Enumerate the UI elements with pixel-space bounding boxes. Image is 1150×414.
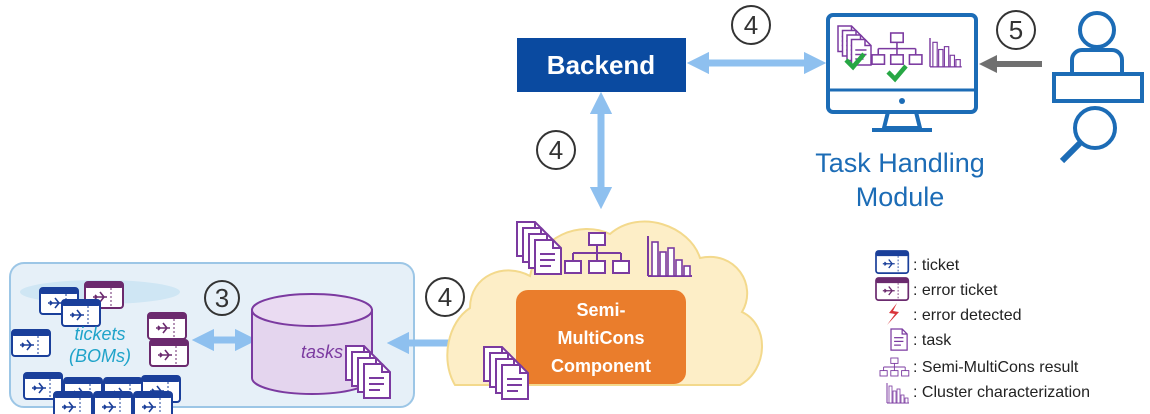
- task-handling-label-line2: Module: [856, 182, 945, 212]
- check-icon-1: [844, 52, 866, 71]
- legend-label-error-ticket: : error ticket: [913, 282, 998, 299]
- step-4-cloud-label: 4: [438, 282, 452, 312]
- semi-multicons-component: [516, 290, 686, 384]
- legend-ticket-icon: [875, 250, 910, 274]
- component-label-line2: MultiCons: [558, 328, 645, 348]
- legend-label-cluster-characterization: : Cluster characterization: [913, 384, 1090, 401]
- task-handling-label-line1: Task Handling: [815, 148, 985, 178]
- magnifier-icon: [1059, 106, 1117, 164]
- backend-box: [517, 38, 686, 92]
- legend-task-icon: [890, 328, 908, 351]
- step-3-marker: [204, 280, 240, 316]
- step-4-vertical-label: 4: [549, 135, 563, 165]
- legend-label-ticket: : ticket: [913, 257, 960, 274]
- tasks-database: [251, 293, 373, 395]
- step-5-label: 5: [1009, 15, 1023, 45]
- legend-error-detected-icon: [887, 303, 899, 325]
- component-label-line1: Semi-: [576, 300, 625, 320]
- tickets-label: tickets: [74, 324, 125, 344]
- tickets-sublabel: (BOMs): [69, 346, 131, 366]
- component-label-line3: Component: [551, 356, 651, 376]
- step-3-label: 3: [215, 283, 229, 313]
- step-5-marker: [996, 10, 1036, 50]
- user-icon: [1052, 11, 1144, 103]
- tasks-label: tasks: [301, 342, 343, 362]
- legend-label-task: : task: [913, 332, 952, 349]
- step-4-top-label: 4: [744, 10, 758, 40]
- cloud-doc-stack: [517, 222, 561, 274]
- legend-label-semi-multicons-result: : Semi-MultiCons result: [913, 359, 1079, 376]
- legend-cluster-characterization-icon: [886, 382, 910, 404]
- step-4-vertical-marker: [536, 130, 576, 170]
- legend-label-error-detected: : error detected: [913, 307, 1022, 324]
- legend: : ticket : error ticket : error detected…: [875, 250, 1090, 404]
- backend-label: Backend: [547, 50, 655, 80]
- step-4-top-marker: [731, 5, 771, 45]
- check-icon-2: [886, 64, 908, 83]
- step-4-cloud-marker: [425, 277, 465, 317]
- legend-semi-multicons-result-icon: [879, 357, 910, 377]
- legend-error-ticket-icon: [875, 277, 910, 301]
